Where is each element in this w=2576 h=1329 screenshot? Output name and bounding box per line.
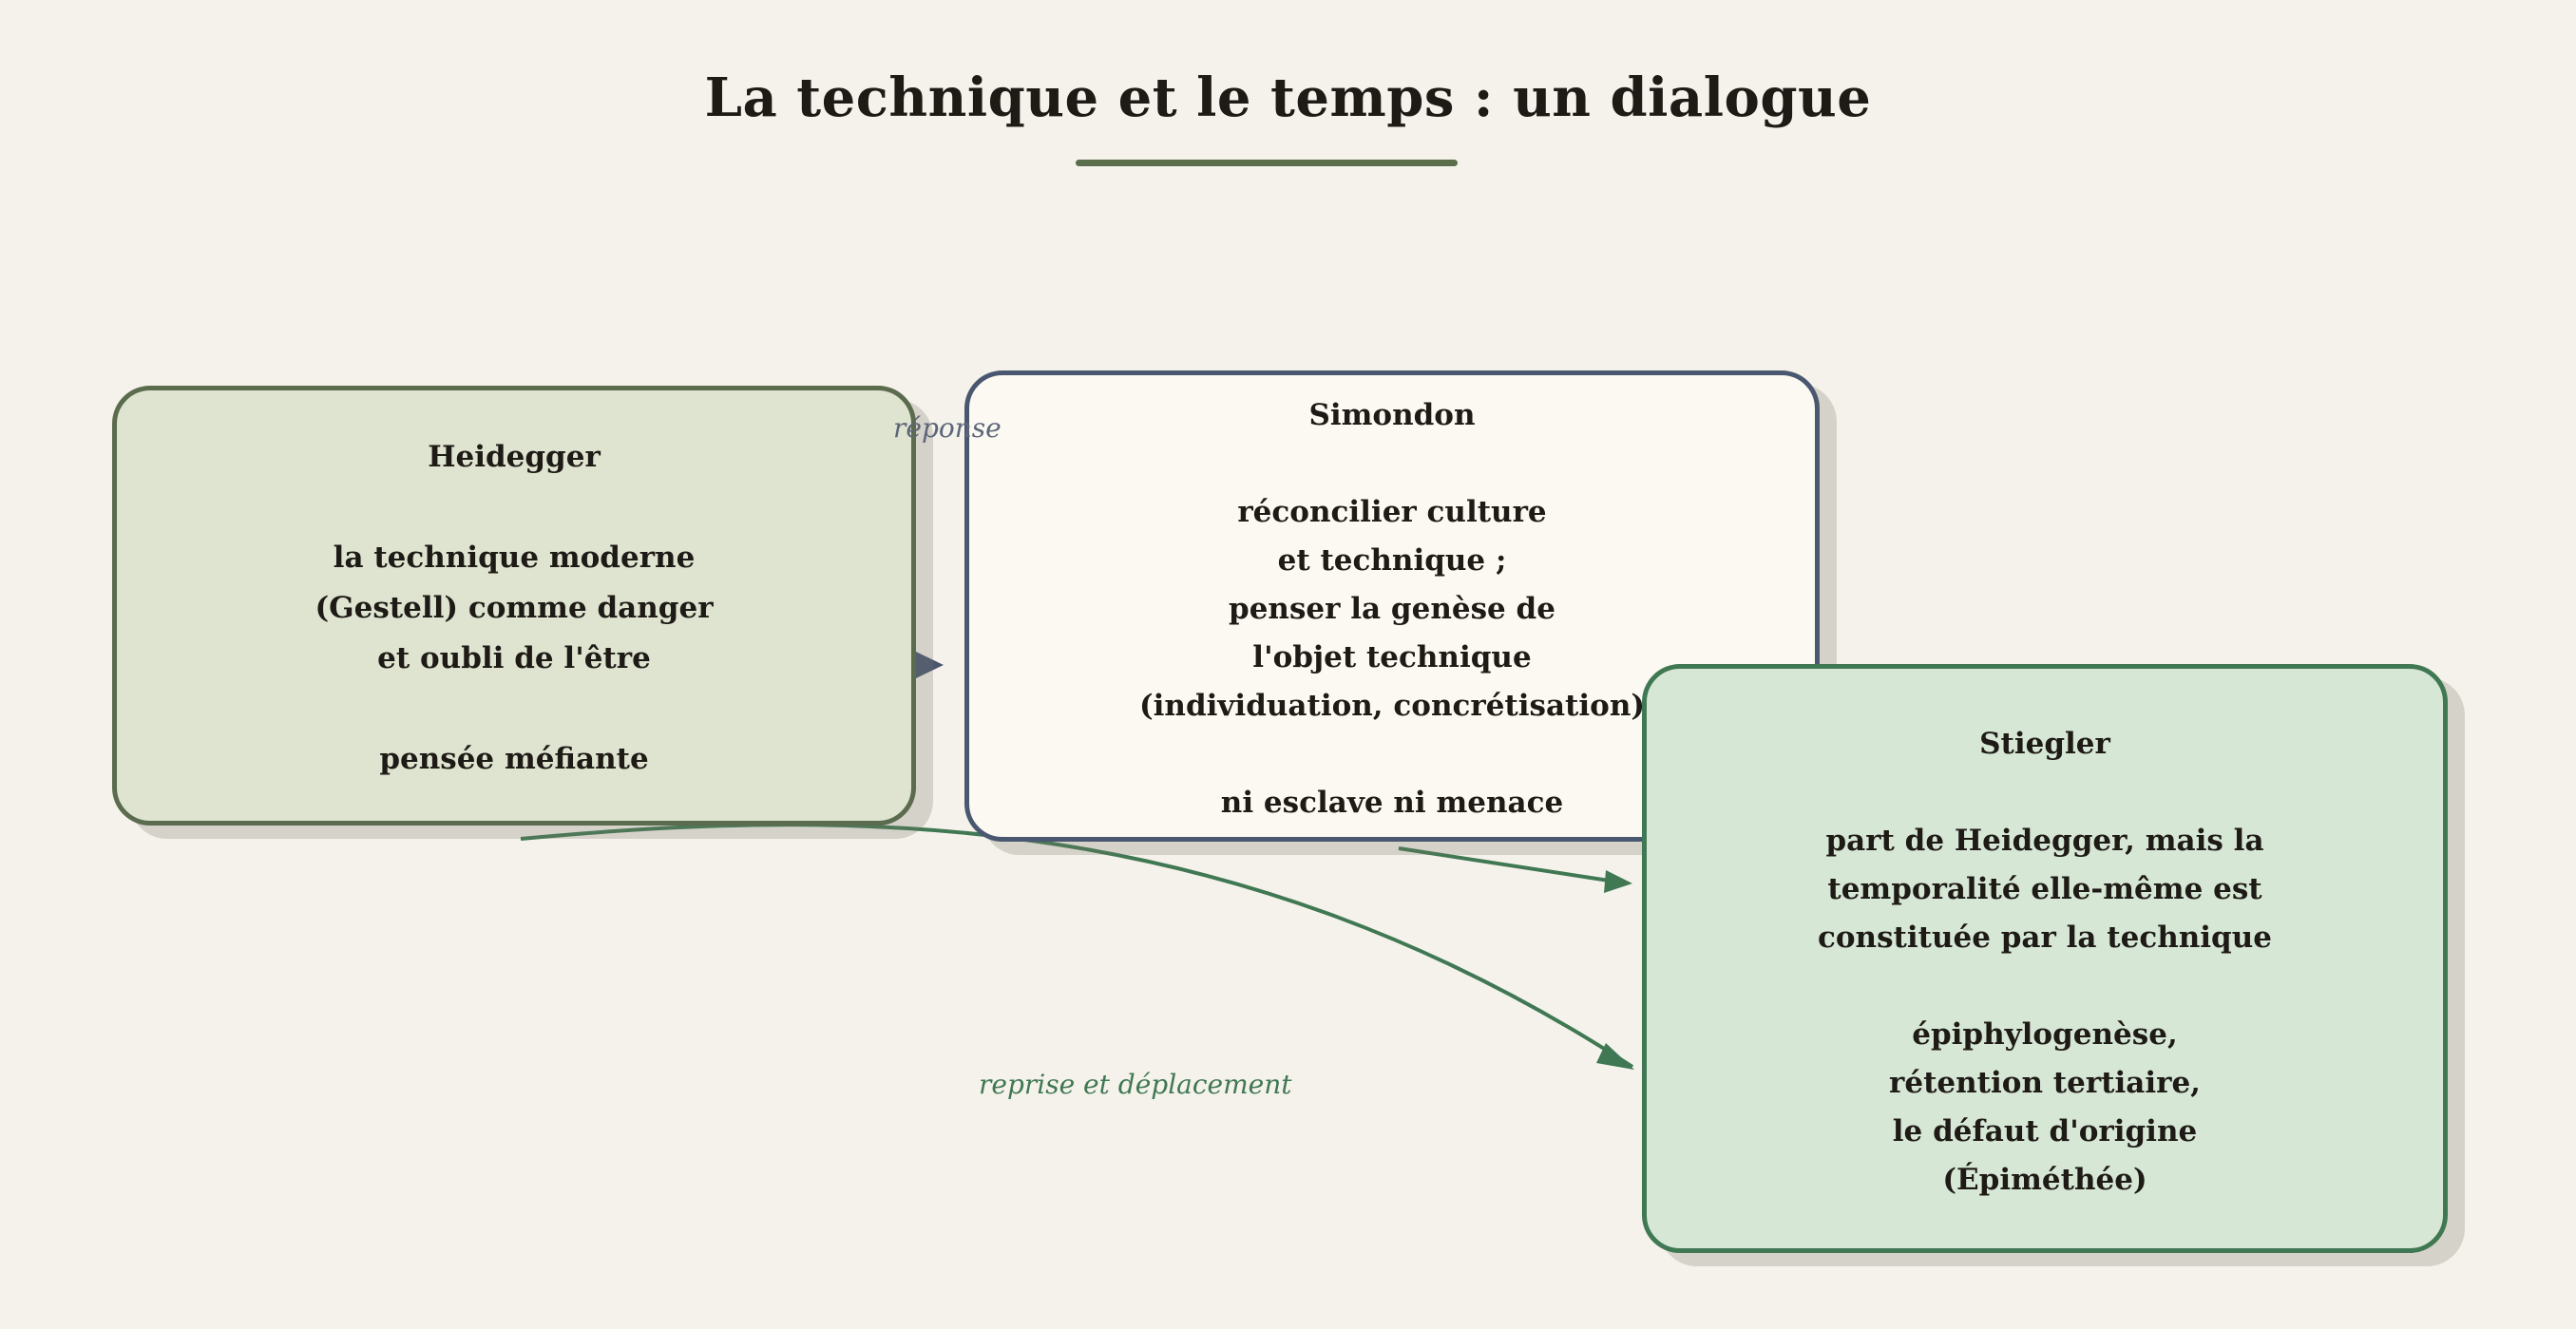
edge-simondon-stiegler: [1398, 846, 1616, 883]
heidegger-line: (Gestell) comme danger: [315, 591, 714, 625]
edge-heidegger-stiegler: [520, 823, 1634, 1069]
simondon-line: et technique ;: [1277, 543, 1507, 578]
heidegger-line: [117, 684, 911, 734]
arrowhead-heidegger-simondon: [916, 652, 944, 678]
stiegler-line: [1647, 962, 2443, 1011]
stiegler-line: [1647, 769, 2443, 817]
diagram-title: La technique et le temps : un dialogue: [704, 66, 1872, 129]
edge-label-reponse: réponse: [893, 412, 1002, 444]
simondon-line: Simondon: [1308, 398, 1476, 432]
heidegger-line: [117, 483, 911, 533]
stiegler-line: temporalité elle-même est: [1827, 872, 2262, 906]
simondon-line: penser la genèse de: [1229, 592, 1555, 626]
stiegler-line: épiphylogenèse,: [1912, 1017, 2178, 1052]
edge-label-reprise: reprise et déplacement: [979, 1069, 1292, 1100]
stiegler-line: le défaut d'origine: [1892, 1114, 2198, 1149]
simondon-line: réconcilier culture: [1237, 495, 1547, 529]
stiegler-line: Stiegler: [1979, 727, 2110, 761]
heidegger-line: Heidegger: [428, 440, 601, 474]
simondon-line: (individuation, concrétisation): [1138, 689, 1646, 723]
stiegler-line: part de Heidegger, mais la: [1825, 824, 2264, 858]
heidegger-line: pensée méfiante: [379, 742, 649, 776]
simondon-line: [969, 440, 1815, 488]
stiegler-line: (Épiméthée): [1942, 1163, 2147, 1197]
simondon-line: l'objet technique: [1252, 640, 1532, 674]
stiegler-line: rétention tertiaire,: [1889, 1066, 2201, 1100]
node-heidegger[interactable]: Heidegger la technique moderne (Gestell)…: [112, 386, 916, 826]
arrowhead-simondon-stiegler: [1604, 870, 1632, 893]
node-stiegler[interactable]: Stiegler part de Heidegger, mais la temp…: [1642, 664, 2448, 1253]
heidegger-line: et oubli de l'être: [377, 641, 651, 675]
title-underline: [1076, 160, 1458, 166]
simondon-line: ni esclave ni menace: [1220, 786, 1564, 820]
arrowhead-heidegger-stiegler: [1596, 1043, 1634, 1070]
stiegler-line: constituée par la technique: [1818, 921, 2272, 955]
heidegger-line: la technique moderne: [333, 541, 696, 575]
